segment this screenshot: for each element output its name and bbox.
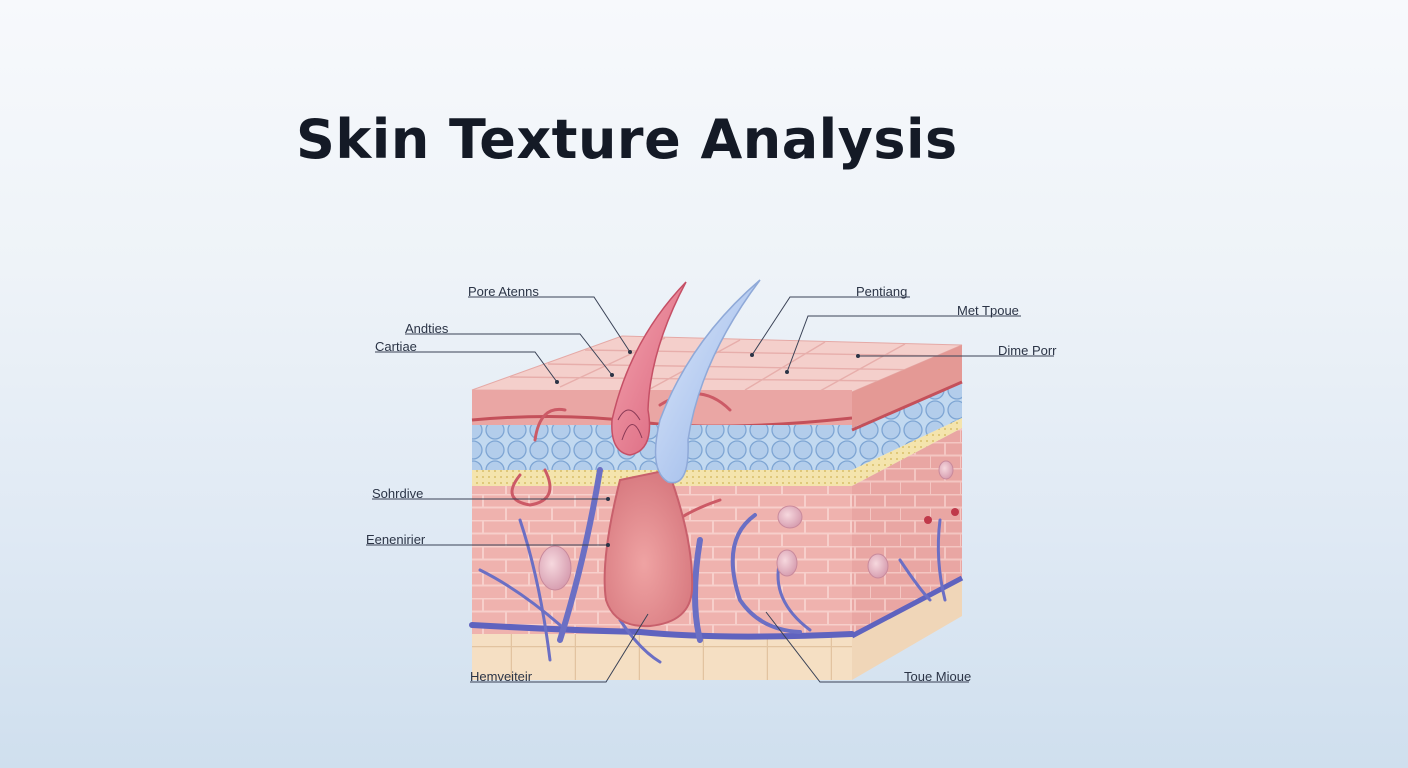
label-pentiang: Pentiang [856, 284, 908, 299]
label-dime-porr: Dime Porr [998, 343, 1057, 358]
skin-side-face [850, 345, 964, 680]
label-toue-mioue: Toue Mioue [904, 669, 972, 684]
label-met-tpoue: Met Tpoue [957, 303, 1019, 318]
label-hemveiteir: Hemveiteir [470, 669, 533, 684]
label-andties: Andties [405, 321, 449, 336]
glands [538, 460, 959, 591]
leader-dots [555, 350, 860, 547]
label-eenenirier: Eenenirier [366, 532, 426, 547]
label-pore-atenns: Pore Atenns [468, 284, 539, 299]
leader-lines [366, 296, 1054, 683]
label-sohrdive: Sohrdive [372, 486, 424, 501]
label-cartiae: Cartiae [375, 339, 417, 354]
hair-follicle [603, 279, 761, 628]
page-title: Skin Texture Analysis [296, 108, 958, 171]
